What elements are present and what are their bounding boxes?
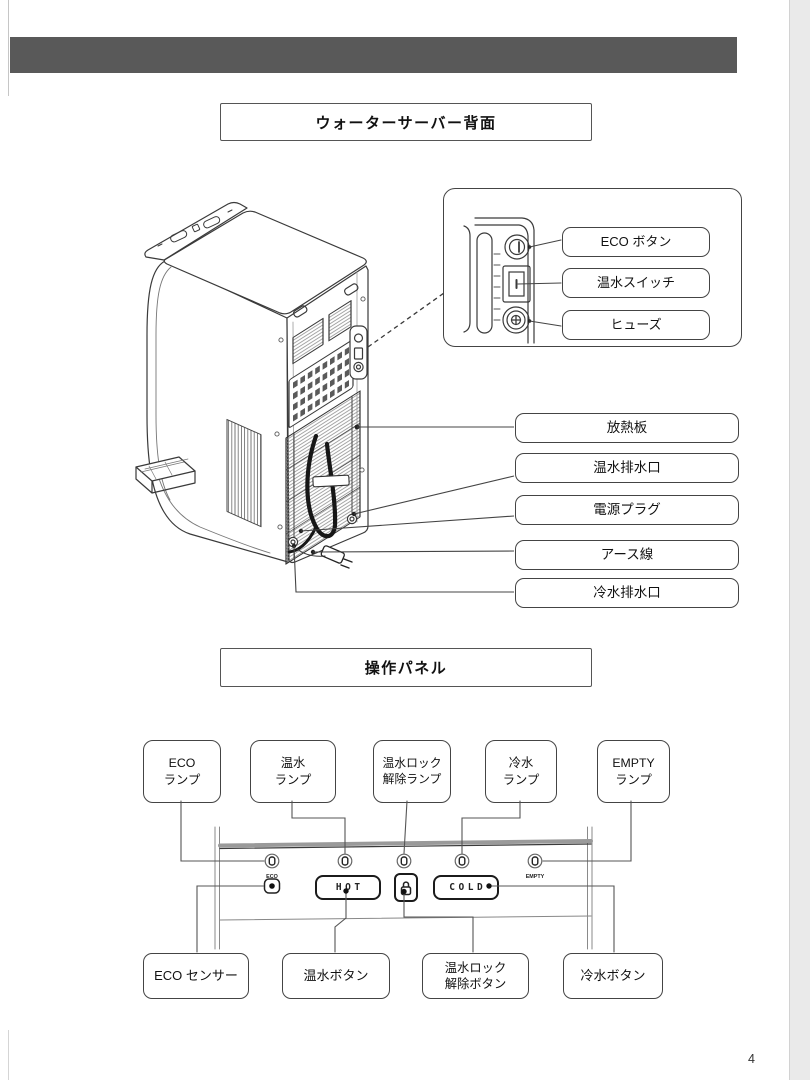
label-fuse: ヒューズ [562,310,710,340]
drip-tray-art [135,456,196,494]
section-title-back-text: ウォーターサーバー背面 [315,114,497,132]
rear-switch-panel-art [349,325,368,380]
hot-lamp-icon [337,853,353,869]
padlock-icon [400,880,412,895]
scan-edge-left-bottom [8,1030,9,1080]
empty-lamp-icon [527,853,543,869]
lamp-icons [264,853,543,869]
power-cord-art [287,433,358,569]
label-hot-water-switch: 温水スイッチ [562,268,710,298]
label-cold-water-drain: 冷水排水口 [515,578,739,608]
label-empty-lamp: EMPTY ランプ [597,740,670,803]
hot-drain-art [346,513,358,525]
lock-release-button [394,873,418,902]
heat-sink-art [285,390,361,565]
back-leader-lines [291,424,515,593]
label-earth-wire: アース線 [515,540,739,570]
eco-sensor-icon [263,878,281,894]
cold-lamp-icon [454,853,470,869]
label-cold-lamp: 冷水 ランプ [485,740,557,803]
label-eco-sensor: ECO センサー [143,953,249,999]
label-hot-lamp: 温水 ランプ [250,740,336,803]
eco-lamp-caption: ECO [266,874,278,880]
eco-lamp-icon [264,853,280,869]
empty-lamp-caption: EMPTY [526,874,545,880]
hot-button: HOT [315,875,381,900]
label-eco-button: ECO ボタン [562,227,710,257]
cold-drain-art [287,536,299,548]
lock-lamp-icon [396,853,412,869]
label-hot-lock-release-lamp: 温水ロック 解除ランプ [373,740,451,803]
top-buttons-art [157,209,233,247]
label-hot-lock-release-button: 温水ロック 解除ボタン [422,953,529,999]
label-hot-button: 温水ボタン [282,953,390,999]
water-server-back-drawing [135,201,369,569]
label-eco-lamp: ECO ランプ [143,740,221,803]
scan-edge-left [8,0,9,96]
label-power-plug: 電源プラグ [515,495,739,525]
label-cold-button: 冷水ボタン [563,953,663,999]
page-number: 4 [748,1052,755,1066]
label-hot-water-drain: 温水排水口 [515,453,739,483]
header-bar [10,37,737,73]
plug-art [320,545,345,564]
section-title-panel-text: 操作パネル [364,660,448,677]
label-heat-radiation-plate: 放熱板 [515,413,739,443]
cold-button: COLD [433,875,499,900]
section-title-panel: 操作パネル [220,648,592,687]
section-title-back: ウォーターサーバー背面 [220,103,592,141]
scan-edge-right [789,0,810,1080]
zoom-dashed-line [367,292,445,348]
